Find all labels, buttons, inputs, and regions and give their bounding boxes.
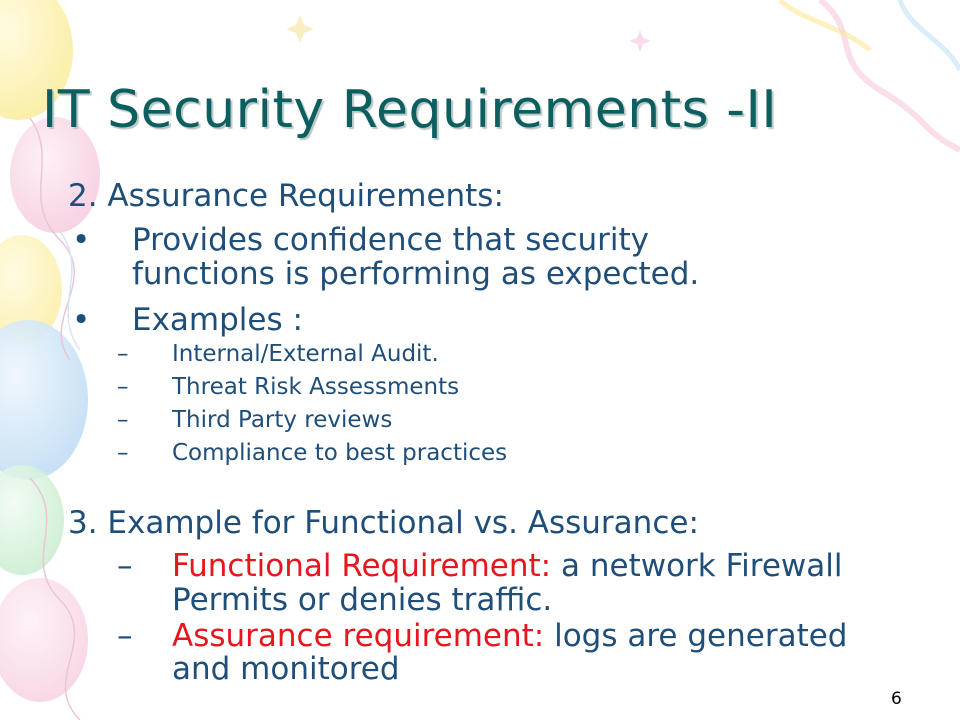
comparison-item-line: Permits or denies traffic. [172, 582, 553, 618]
bullet-text-line: Provides confidence that security [132, 222, 650, 258]
comparison-item-text: a network Firewall [551, 548, 843, 584]
dash-marker: – [117, 341, 129, 367]
comparison-item-line: Functional Requirement: a network Firewa… [172, 548, 843, 584]
pink-balloon-icon [10, 117, 100, 233]
assurance-requirement-term: Assurance requirement: [172, 618, 545, 654]
green-balloon-icon [0, 465, 64, 575]
bullet-marker: • [72, 222, 91, 258]
bullet-marker: • [72, 302, 91, 338]
dash-marker: – [117, 407, 129, 433]
example-item: Internal/External Audit. [172, 341, 439, 367]
comparison-item-line: Assurance requirement: logs are generate… [172, 618, 847, 654]
dash-marker: – [117, 374, 129, 400]
yellow-balloon-icon [0, 0, 73, 120]
dash-marker: – [117, 548, 133, 584]
blue-balloon-icon [0, 320, 88, 480]
example-item: Threat Risk Assessments [172, 374, 460, 400]
bullet-text-line: Examples : [132, 302, 303, 338]
slide-title: IT Security Requirements -II [42, 80, 778, 140]
example-item: Compliance to best practices [172, 440, 508, 466]
example-item: Third Party reviews [172, 407, 393, 433]
section-2-heading: 2. Assurance Requirements: [68, 178, 504, 214]
comparison-item-text: logs are generated [544, 618, 848, 654]
dash-marker: – [117, 618, 133, 654]
dash-marker: – [117, 440, 129, 466]
bullet-text-line: functions is performing as expected. [132, 256, 700, 292]
comparison-item-line: and monitored [172, 651, 400, 687]
page-number: 6 [891, 689, 902, 709]
section-3-heading: 3. Example for Functional vs. Assurance: [68, 505, 699, 541]
functional-requirement-term: Functional Requirement: [172, 548, 552, 584]
